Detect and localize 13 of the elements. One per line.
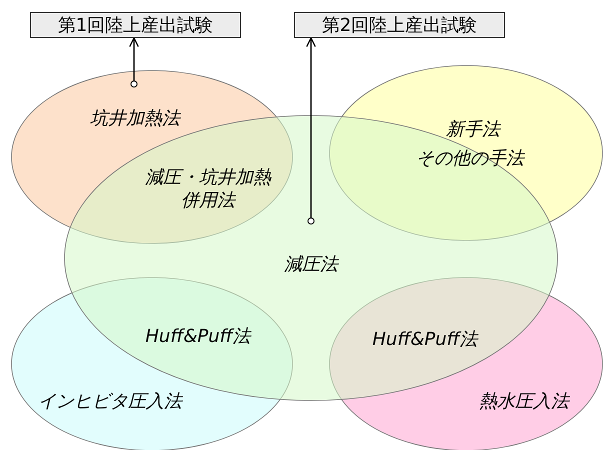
method-label: 減圧法 [284,253,338,276]
pointer-arrow [306,37,316,225]
method-label: 坑井加熱法 [90,107,180,130]
method-label: 新手法 [446,118,500,141]
method-label: 熱水圧入法 [479,390,569,413]
overlap-label: 減圧・坑井加熱併用法 [144,166,272,212]
method-label: その他の手法 [416,147,524,170]
method-label: インヒビタ圧入法 [38,390,182,413]
title-box: 第2回陸上産出試験 [294,12,505,38]
pointer-arrow [128,37,140,88]
overlap-label: Huff&Puff法 [372,328,478,351]
title-box: 第1回陸上産出試験 [30,12,241,38]
overlap-label: Huff&Puff法 [145,325,251,348]
